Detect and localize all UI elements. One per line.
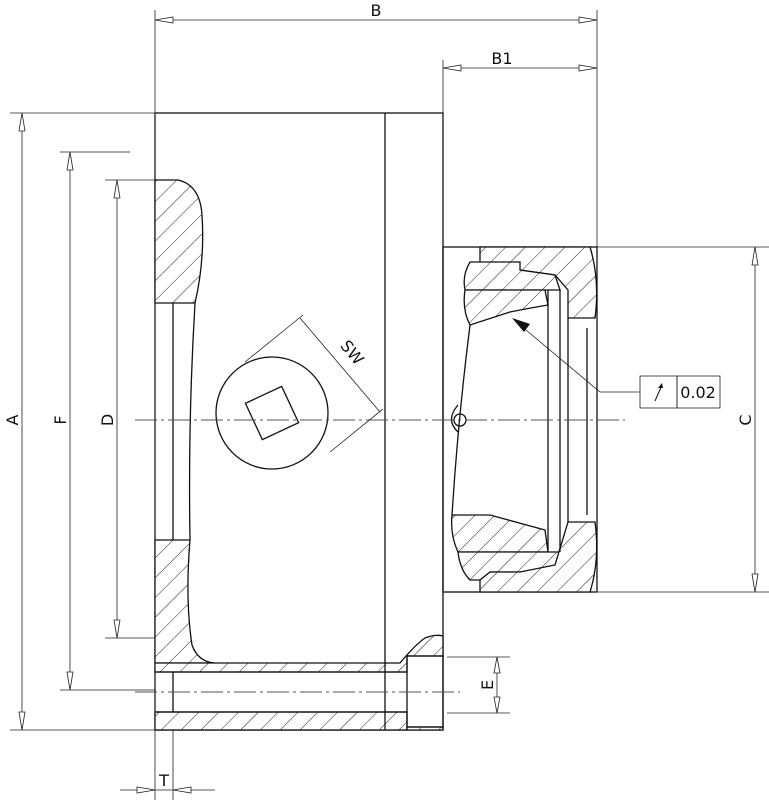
- dim-label-f: F: [51, 415, 70, 424]
- dimension-lines: [21, 19, 756, 791]
- dim-label-c: C: [736, 414, 755, 425]
- dim-label-t: T: [158, 771, 169, 790]
- dim-label-d: D: [98, 414, 117, 426]
- valve-body: [154, 112, 444, 731]
- dimension-arrows: [18, 16, 759, 794]
- square-drive: [244, 385, 300, 441]
- end-cap: [442, 246, 598, 593]
- dim-label-e: E: [478, 680, 497, 690]
- tolerance-value: 0.02: [680, 383, 716, 402]
- dim-label-b1: B1: [491, 49, 512, 68]
- dim-label-b: B: [371, 1, 382, 20]
- circular-runout-icon: [654, 383, 663, 402]
- extension-lines: [10, 10, 769, 800]
- dim-label-sw: SW: [337, 336, 368, 368]
- drive-circle: [215, 356, 329, 470]
- runout-tolerance-frame: 0.02: [512, 318, 721, 409]
- dim-label-a: A: [3, 414, 22, 425]
